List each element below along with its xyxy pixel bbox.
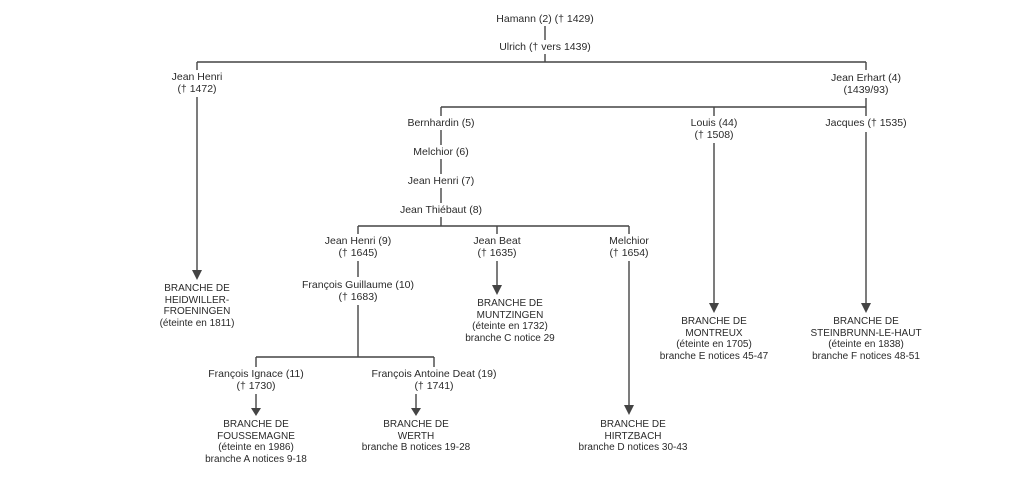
person-dates: († 1472) xyxy=(177,83,217,95)
arrowhead xyxy=(411,408,421,416)
branch-line: BRANCHE DE xyxy=(477,298,543,309)
person-name: François Ignace (11) xyxy=(208,368,304,380)
person-dates: († 1741) xyxy=(414,380,454,392)
branch-muntzingen: BRANCHE DE MUNTZINGEN (éteinte en 1732) … xyxy=(465,298,555,344)
branch-heidwiller-froeningen: BRANCHE DE HEIDWILLER- FROENINGEN (étein… xyxy=(159,283,235,329)
branch-line: branche A notices 9-18 xyxy=(205,453,307,465)
branch-line: HIRTZBACH xyxy=(604,430,662,442)
branch-line: (éteinte en 1838) xyxy=(828,339,904,350)
person-jean-henri-1472: Jean Henri († 1472) xyxy=(169,71,225,95)
person-melchior-1654: Melchior († 1654) xyxy=(607,235,651,259)
branch-line: MONTREUX xyxy=(685,327,743,339)
branch-line: (éteinte en 1986) xyxy=(218,442,294,453)
person-name: Jean Beat xyxy=(473,235,521,247)
arrowhead xyxy=(492,285,502,295)
arrowhead xyxy=(709,303,719,313)
person-name: Ulrich († vers 1439) xyxy=(499,41,591,53)
person-name: Jean Henri (9) xyxy=(324,235,392,247)
branch-line: WERTH xyxy=(397,430,435,442)
branch-line: BRANCHE DE xyxy=(600,419,666,430)
person-dates: († 1508) xyxy=(694,129,734,141)
branch-line: BRANCHE DE xyxy=(383,419,449,430)
branch-line: branche B notices 19-28 xyxy=(361,442,471,453)
person-jean-beat: Jean Beat († 1635) xyxy=(471,235,523,259)
person-jean-erhart: Jean Erhart (4) (1439/93) xyxy=(828,72,904,96)
person-francois-antoine-deat: François Antoine Deat (19) († 1741) xyxy=(369,368,499,392)
branch-montreux: BRANCHE DE MONTREUX (éteinte en 1705) br… xyxy=(659,316,769,362)
person-ulrich: Ulrich († vers 1439) xyxy=(497,41,593,53)
branch-line: FOUSSEMAGNE xyxy=(217,430,295,442)
arrowhead xyxy=(192,270,202,280)
person-name: Jean Erhart (4) xyxy=(830,72,902,84)
person-jean-thiebaut: Jean Thiébaut (8) xyxy=(397,204,485,216)
person-name: Jean Henri xyxy=(171,71,223,83)
person-hamann: Hamann (2) († 1429) xyxy=(494,13,596,25)
branch-line: branche D notices 30-43 xyxy=(578,442,688,453)
branch-line: HEIDWILLER- xyxy=(164,294,230,306)
branch-line: (éteinte en 1705) xyxy=(676,339,752,350)
branch-hirtzbach: BRANCHE DE HIRTZBACH branche D notices 3… xyxy=(578,419,688,454)
person-name: Bernhardin (5) xyxy=(407,117,475,129)
person-name: Melchior xyxy=(609,235,649,247)
branch-line: branche E notices 45-47 xyxy=(659,350,769,362)
person-jacques: Jacques († 1535) xyxy=(823,117,909,129)
person-francois-guillaume: François Guillaume (10) († 1683) xyxy=(299,279,417,303)
branch-line: MUNTZINGEN xyxy=(476,309,544,321)
person-name: Melchior (6) xyxy=(413,146,469,158)
branch-line: BRANCHE DE xyxy=(681,316,747,327)
branch-line: (éteinte en 1732) xyxy=(472,321,548,332)
person-dates: († 1730) xyxy=(236,380,276,392)
branch-line: BRANCHE DE xyxy=(164,283,230,294)
branch-line: (éteinte en 1811) xyxy=(159,317,235,329)
branch-line: BRANCHE DE xyxy=(833,316,899,327)
person-francois-ignace: François Ignace (11) († 1730) xyxy=(206,368,306,392)
branch-foussemagne: BRANCHE DE FOUSSEMAGNE (éteinte en 1986)… xyxy=(205,419,307,465)
person-name: Jean Henri (7) xyxy=(407,175,475,187)
person-name: Louis (44) xyxy=(690,117,738,129)
person-melchior-6: Melchior (6) xyxy=(411,146,471,158)
branch-werth: BRANCHE DE WERTH branche B notices 19-28 xyxy=(361,419,471,454)
arrowhead xyxy=(251,408,261,416)
person-name: Hamann (2) († 1429) xyxy=(496,13,594,25)
person-louis: Louis (44) († 1508) xyxy=(688,117,740,141)
person-name: Jacques († 1535) xyxy=(825,117,907,129)
branch-line: STEINBRUNN-LE-HAUT xyxy=(810,327,922,339)
arrowhead xyxy=(861,303,871,313)
person-name: François Guillaume (10) xyxy=(301,279,415,291)
branch-line: branche F notices 48-51 xyxy=(812,350,920,362)
person-dates: (1439/93) xyxy=(843,84,889,96)
arrowhead xyxy=(624,405,634,415)
person-bernhardin: Bernhardin (5) xyxy=(405,117,477,129)
branch-line: BRANCHE DE xyxy=(223,419,289,430)
person-dates: († 1654) xyxy=(609,247,649,259)
branch-line: FROENINGEN xyxy=(163,306,231,317)
person-name: Jean Thiébaut (8) xyxy=(399,204,483,216)
branch-steinbrunn-le-haut: BRANCHE DE STEINBRUNN-LE-HAUT (éteinte e… xyxy=(810,316,922,362)
person-jean-henri-9: Jean Henri (9) († 1645) xyxy=(322,235,394,259)
person-jean-henri-7: Jean Henri (7) xyxy=(405,175,477,187)
person-dates: († 1635) xyxy=(477,247,517,259)
person-name: François Antoine Deat (19) xyxy=(371,368,497,380)
branch-line: branche C notice 29 xyxy=(465,332,555,344)
person-dates: († 1645) xyxy=(338,247,378,259)
person-dates: († 1683) xyxy=(338,291,378,303)
